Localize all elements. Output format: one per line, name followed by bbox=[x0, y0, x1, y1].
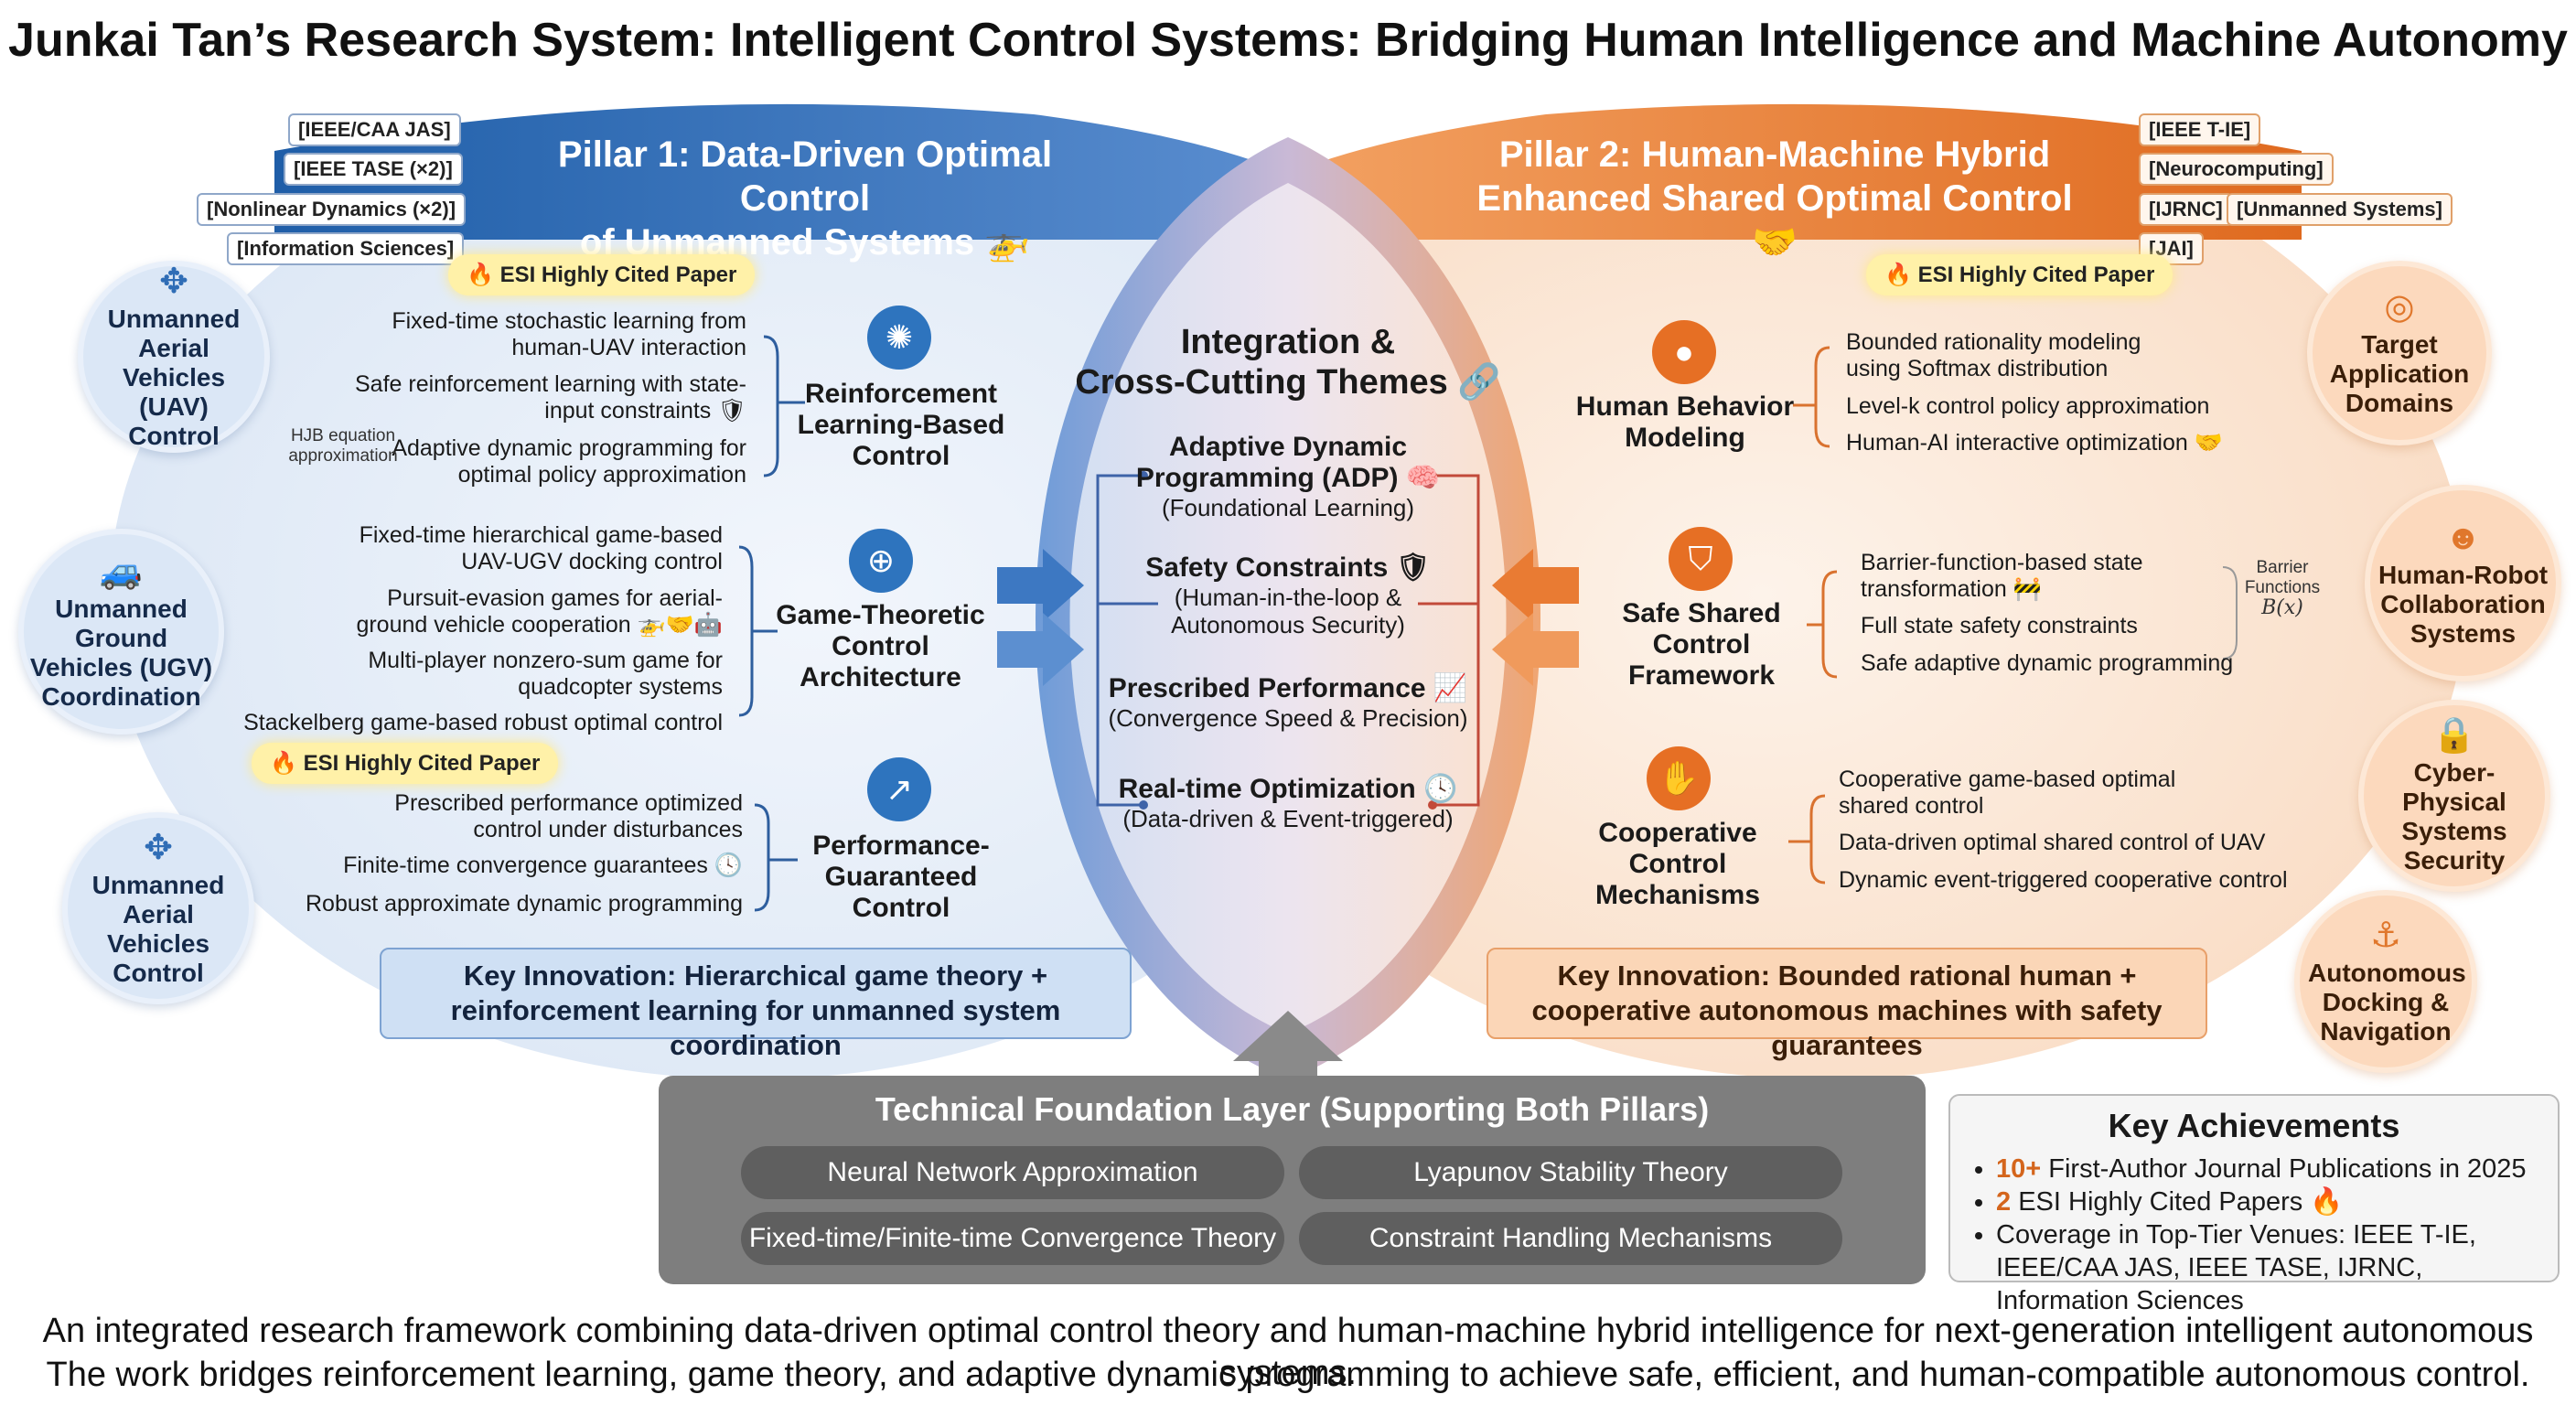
foundation-pill: Fixed-time/Finite-time Convergence Theor… bbox=[741, 1212, 1284, 1265]
esi-badge: 🔥 ESI Highly Cited Paper bbox=[448, 254, 756, 295]
footer-line-1: An integrated research framework combini… bbox=[42, 1312, 2534, 1392]
list-item: Dynamic event-triggered cooperative cont… bbox=[1839, 867, 2288, 893]
list-item: Fixed-time stochastic learning from huma… bbox=[392, 308, 746, 360]
venue-tag: [IEEE TASE (×2)] bbox=[284, 153, 463, 186]
venue-tag: [IJRNC] bbox=[2139, 193, 2233, 226]
hjb-note: HJB equation approximation bbox=[288, 426, 398, 466]
foundation-title: Technical Foundation Layer (Supporting B… bbox=[875, 1090, 1710, 1128]
gamepad-icon: ⊕ bbox=[849, 529, 913, 593]
pillar1-title-line1: Pillar 1: Data-Driven Optimal Control bbox=[557, 134, 1053, 219]
helicopter-icon: 🚁 bbox=[984, 222, 1031, 263]
theme-adp: Adaptive Dynamic Programming (ADP) 🧠 (Fo… bbox=[1135, 432, 1441, 521]
pillar2-title-line2: Enhanced Shared Optimal Control bbox=[1476, 178, 2073, 219]
shield-icon: ⛉ bbox=[1669, 527, 1733, 591]
group-title-performance: Performance-Guaranteed Control bbox=[812, 831, 990, 923]
list-item: Safe adaptive dynamic programming bbox=[1861, 650, 2234, 676]
key-achievements: Key Achievements 10+ First-Author Journa… bbox=[1948, 1094, 2560, 1315]
pillar2-title: Pillar 2: Human-Machine Hybrid Enhanced … bbox=[1454, 133, 2095, 264]
list-item: Data-driven optimal shared control of UA… bbox=[1839, 830, 2266, 855]
person-icon: ● bbox=[1652, 320, 1716, 384]
brain-icon: ✺ bbox=[867, 306, 931, 370]
innovation-box-pillar2: Key Innovation: Bounded rational human +… bbox=[1487, 948, 2207, 1061]
esi-badge: 🔥 ESI Highly Cited Paper bbox=[1866, 254, 2174, 295]
pillar1-title: Pillar 1: Data-Driven Optimal Control of… bbox=[494, 133, 1116, 264]
innovation-box-pillar1: Key Innovation: Hierarchical game theory… bbox=[380, 948, 1132, 1061]
foundation-pill: Constraint Handling Mechanisms bbox=[1299, 1212, 1842, 1265]
handshake-icon: ✋ bbox=[1647, 746, 1711, 810]
achievement-item: Coverage in Top-Tier Venues: IEEE T-IE, … bbox=[1996, 1218, 2534, 1317]
list-item: Stackelberg game-based robust optimal co… bbox=[243, 710, 723, 735]
group-title-human-behavior: Human Behavior Modeling bbox=[1575, 391, 1795, 453]
list-item: Barrier-function-based state transformat… bbox=[1861, 550, 2143, 602]
list-item: Bounded rationality modeling using Softm… bbox=[1846, 329, 2141, 381]
list-item: Robust approximate dynamic programming bbox=[306, 891, 743, 917]
venue-tag: [Neurocomputing] bbox=[2139, 153, 2334, 186]
group-title-cooperative: Cooperative Control Mechanisms bbox=[1594, 818, 1761, 910]
footer-line-2: The work bridges reinforcement learning,… bbox=[46, 1356, 2530, 1394]
integration-title: Integration & Cross-Cutting Themes 🔗 bbox=[1075, 323, 1501, 402]
theme-safety: Safety Constraints 🛡 (Human-in-the-loop … bbox=[1145, 552, 1431, 638]
venue-tag: [IEEE/CAA JAS] bbox=[288, 113, 461, 146]
side-circle-ugv: 🚙 Unmanned Ground Vehicles (UGV) Coordin… bbox=[18, 529, 224, 735]
achievement-item: 2 ESI Highly Cited Papers 🔥 bbox=[1996, 1185, 2534, 1218]
venue-tag: [Information Sciences] bbox=[227, 232, 465, 265]
list-item: Safe reinforcement learning with state-i… bbox=[355, 371, 746, 424]
target-icon: ◎ bbox=[2384, 288, 2415, 327]
list-item: Pursuit-evasion games for aerial-ground … bbox=[356, 585, 723, 638]
human-robot-icon: ☻ bbox=[2444, 518, 2482, 557]
list-item: Multi-player nonzero-sum game for quadco… bbox=[368, 648, 723, 700]
achievements-title: Key Achievements bbox=[2108, 1107, 2400, 1144]
lock-icon: 🔒 bbox=[2432, 716, 2476, 755]
list-item: Level-k control policy approximation bbox=[1846, 393, 2210, 419]
list-item: Cooperative game-based optimal shared co… bbox=[1839, 767, 2176, 819]
group-title-safe-shared: Safe Shared Control Framework bbox=[1622, 598, 1781, 691]
car-icon: 🚙 bbox=[99, 552, 144, 591]
group-title-rl: Reinforcement Learning-Based Control bbox=[797, 379, 1005, 471]
venue-tag: [IEEE T-IE] bbox=[2139, 113, 2261, 146]
group-title-game: Game-Theoretic Control Architecture bbox=[776, 600, 985, 692]
esi-badge: 🔥 ESI Highly Cited Paper bbox=[252, 743, 559, 784]
pillar2-title-line1: Pillar 2: Human-Machine Hybrid bbox=[1498, 134, 2051, 175]
venue-tag: [Nonlinear Dynamics (×2)] bbox=[197, 193, 467, 226]
side-circle-uav-2: ✥ Unmanned Aerial Vehicles Control bbox=[62, 812, 254, 1004]
list-item: Human-AI interactive optimization 🤝 bbox=[1846, 430, 2223, 456]
anchor-icon: ⚓ bbox=[2369, 917, 2402, 955]
list-item: Fixed-time hierarchical game-based UAV-U… bbox=[359, 522, 723, 574]
page-title: Junkai Tan’s Research System: Intelligen… bbox=[8, 14, 2568, 67]
side-circle-uav: ✥ Unmanned Aerial Vehicles (UAV) Control bbox=[78, 261, 270, 453]
list-item: Prescribed performance optimized control… bbox=[394, 790, 743, 842]
achievement-item: 10+ First-Author Journal Publications in… bbox=[1996, 1153, 2534, 1185]
barrier-note: Barrier Functions B(x) bbox=[2244, 558, 2321, 619]
side-circle-cps: 🔒 Cyber-Physical Systems Security bbox=[2358, 700, 2550, 892]
venue-tag: [Unmanned Systems] bbox=[2227, 193, 2453, 226]
theme-realtime: Real-time Optimization 🕓 (Data-driven & … bbox=[1118, 774, 1458, 832]
drone-icon: ✥ bbox=[144, 829, 173, 867]
side-circle-human-robot: ☻ Human-Robot Collaboration Systems bbox=[2365, 485, 2561, 681]
side-circle-target: ◎ Target Application Domains bbox=[2307, 261, 2492, 445]
list-item: Full state safety constraints bbox=[1861, 613, 2138, 638]
list-item: Adaptive dynamic programming for optimal… bbox=[392, 435, 746, 488]
foundation-pill: Lyapunov Stability Theory bbox=[1299, 1146, 1842, 1199]
list-item: Finite-time convergence guarantees 🕓 bbox=[343, 853, 743, 878]
theme-performance: Prescribed Performance 📈 (Convergence Sp… bbox=[1108, 673, 1468, 732]
chart-line-icon: ↗ bbox=[867, 757, 931, 821]
drone-icon: ✥ bbox=[159, 263, 188, 301]
handshake-icon: 🤝 bbox=[1752, 222, 1798, 263]
side-circle-docking: ⚓ Autonomous Docking & Navigation bbox=[2294, 890, 2477, 1073]
foundation-pill: Neural Network Approximation bbox=[741, 1146, 1284, 1199]
